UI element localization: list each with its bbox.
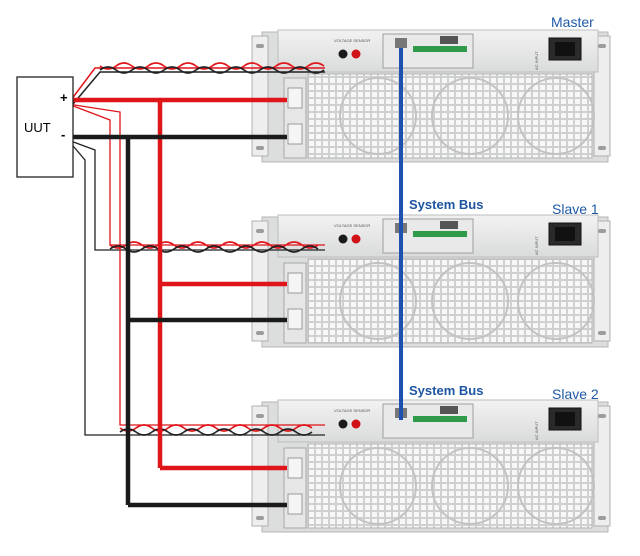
uut-box: [16, 76, 74, 178]
voltage-sensor-caption: VOLTAGE SENSOR: [334, 38, 370, 43]
master-label: Master: [551, 14, 594, 30]
rack-ear-left: [251, 35, 269, 157]
positive-terminal: [287, 87, 303, 109]
ac-input-caption: AC INPUT: [534, 51, 539, 70]
fan: [339, 447, 417, 525]
fan: [517, 77, 595, 155]
sense-wire-slave1-neg: [67, 139, 325, 251]
fan: [339, 262, 417, 340]
fan-grill: [307, 258, 593, 344]
sense-negative-post: [338, 234, 348, 244]
rj45-port: [395, 38, 407, 48]
power-unit-slave1: VOLTAGE SENSOR AC INPUT: [251, 214, 611, 348]
mount-hole: [598, 331, 606, 335]
wiring: [67, 62, 325, 508]
mount-hole: [598, 44, 606, 48]
fan: [431, 447, 509, 525]
uut-plus-terminal: +: [60, 90, 68, 105]
twist-slave1: [109, 241, 319, 249]
slave1-label: Slave 1: [552, 201, 599, 217]
twist-slave2-b: [119, 428, 313, 436]
slave2-label: Slave 2: [552, 386, 599, 402]
uut-label: UUT: [24, 120, 51, 135]
power-unit-slave2: VOLTAGE SENSOR AC INPUT: [251, 399, 611, 533]
mount-hole: [256, 331, 264, 335]
ac-input-caption: AC INPUT: [534, 236, 539, 255]
sense-negative-post: [338, 49, 348, 59]
fan: [431, 262, 509, 340]
rack-ear-left: [251, 220, 269, 342]
mount-hole: [598, 414, 606, 418]
sense-wire-master-pos: [67, 67, 325, 105]
twist-slave2: [119, 424, 313, 432]
green-terminal-strip: [413, 416, 467, 422]
fan: [517, 262, 595, 340]
mount-hole: [598, 146, 606, 150]
fan: [517, 447, 595, 525]
sense-wire-slave1-pos: [67, 103, 325, 246]
db9-port: [440, 36, 458, 44]
sense-positive-post: [351, 49, 361, 59]
mount-hole: [598, 229, 606, 233]
green-terminal-strip: [413, 231, 467, 237]
sense-positive-post: [351, 234, 361, 244]
ac-input-caption: AC INPUT: [534, 421, 539, 440]
sense-positive-post: [351, 419, 361, 429]
fan-grill: [307, 73, 593, 159]
negative-terminal: [287, 123, 303, 145]
negative-terminal: [287, 308, 303, 330]
positive-terminal: [287, 457, 303, 479]
fan-grill: [307, 443, 593, 529]
sense-negative-post: [338, 419, 348, 429]
green-terminal-strip: [413, 46, 467, 52]
db9-port: [440, 221, 458, 229]
db9-port: [440, 406, 458, 414]
system-bus-label-1: System Bus: [409, 197, 484, 212]
voltage-sensor-caption: VOLTAGE SENSOR: [334, 408, 370, 413]
mount-hole: [598, 516, 606, 520]
mount-hole: [256, 44, 264, 48]
twist-master: [99, 62, 325, 70]
voltage-sensor-caption: VOLTAGE SENSOR: [334, 223, 370, 228]
mount-hole: [256, 229, 264, 233]
mount-hole: [256, 414, 264, 418]
negative-terminal: [287, 493, 303, 515]
mount-hole: [256, 516, 264, 520]
sense-wire-slave2-pos: [67, 103, 325, 426]
twist-master-b: [99, 66, 325, 74]
mount-hole: [256, 146, 264, 150]
positive-terminal: [287, 272, 303, 294]
fan: [339, 77, 417, 155]
twist-slave1-b: [109, 245, 319, 253]
system-bus-label-2: System Bus: [409, 383, 484, 398]
uut-minus-terminal: -: [61, 127, 66, 142]
fan: [431, 77, 509, 155]
power-unit-master: VOLTAGE SENSOR AC INPUT: [251, 29, 611, 163]
